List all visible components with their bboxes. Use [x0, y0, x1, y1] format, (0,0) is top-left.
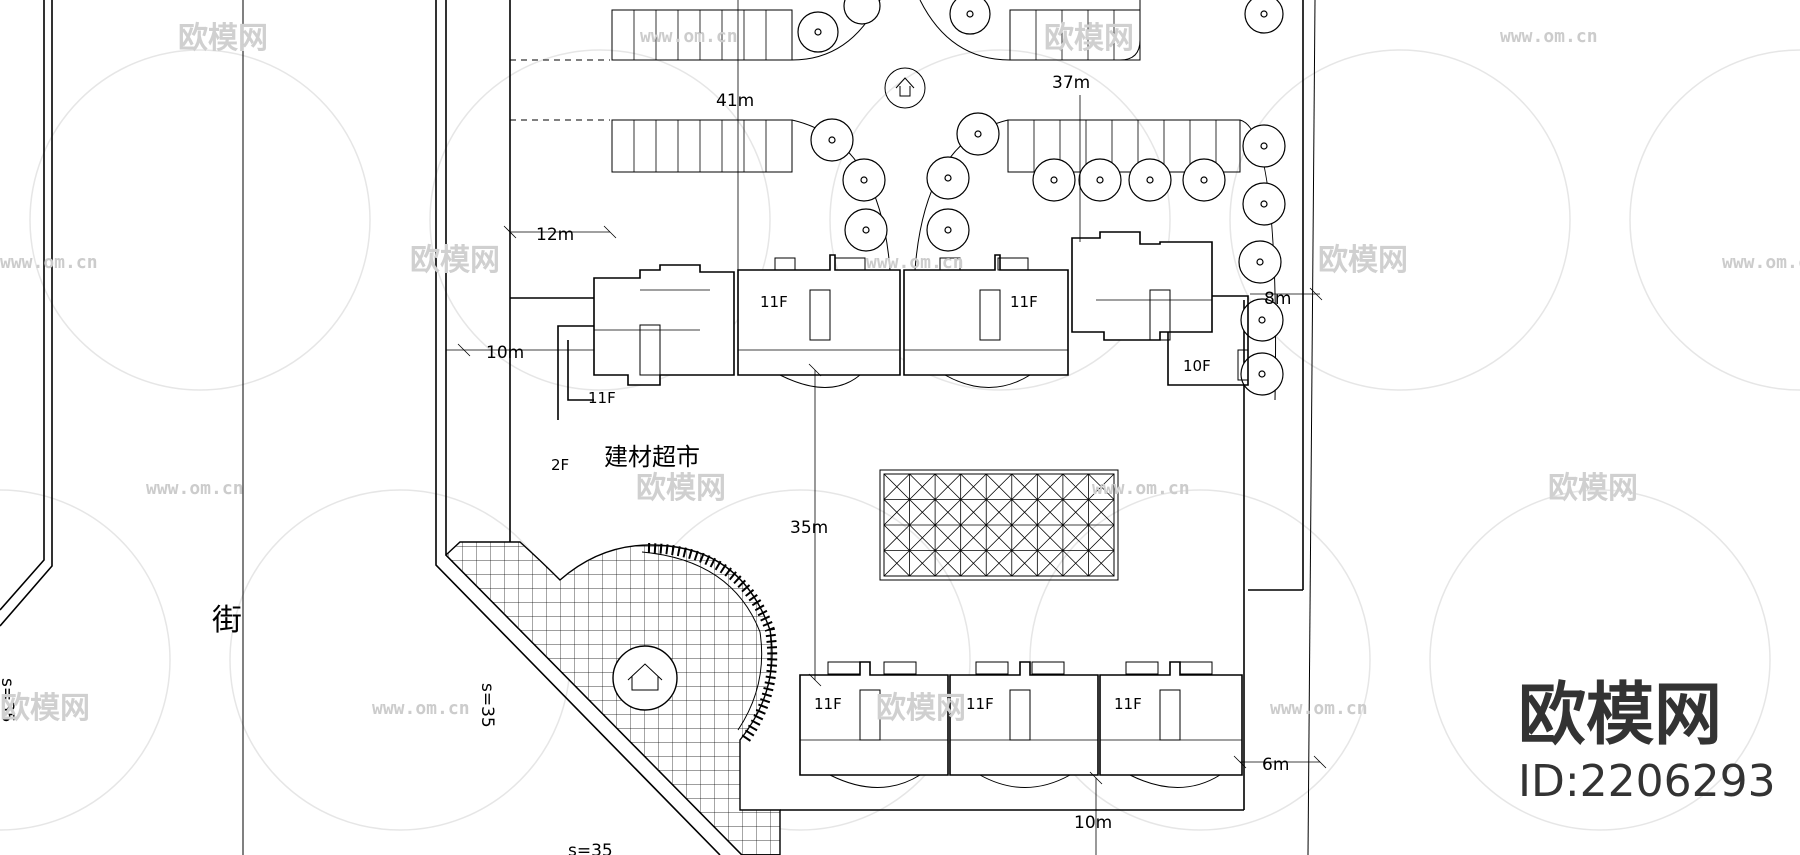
dim-6m: 6m: [1262, 755, 1289, 775]
building-lower-2: [949, 661, 1099, 788]
watermark-url: www.om.cn: [372, 698, 470, 719]
courtyard-grid-line: [1062, 499, 1089, 526]
central-courtyard-grid: [879, 469, 1119, 581]
watermark-url: www.om.cn: [640, 26, 738, 47]
dim-10m-bottom: 10m: [1074, 813, 1112, 833]
watermark-brand: 欧模网: [1548, 471, 1638, 506]
courtyard-grid-line: [883, 550, 910, 577]
watermark-brand: 欧模网: [178, 21, 268, 56]
courtyard-grid-line: [883, 524, 910, 551]
dim-35m: 35m: [790, 518, 828, 538]
courtyard-grid-line: [909, 550, 936, 577]
site-boundary: [509, 0, 1316, 855]
courtyard-grid-line: [1037, 499, 1064, 526]
courtyard-grid-line: [1088, 473, 1115, 500]
courtyard-grid-line: [985, 524, 1013, 551]
courtyard-grid-line: [1011, 524, 1038, 551]
floor-label-11f-3: 11F: [814, 695, 842, 713]
courtyard-grid-line: [1088, 550, 1115, 577]
courtyard-grid-line: [1037, 473, 1064, 500]
building-upper-2: [903, 254, 1069, 388]
courtyard-grid-line: [1062, 524, 1089, 551]
watermark-tiles: 欧模网 欧模网 欧模网 欧模网 欧模网 欧模网 欧模网 欧模网 www.om.c…: [0, 21, 1800, 726]
courtyard-grid-line: [960, 473, 987, 500]
building-upper-right: [1071, 231, 1249, 386]
label-slope-2: s=35: [477, 683, 497, 728]
watermark-url: www.om.cn: [146, 478, 244, 499]
courtyard-grid-line: [934, 499, 961, 526]
dim-8m: 8m: [1264, 289, 1291, 309]
courtyard-grid-line: [960, 524, 987, 551]
brand-logo-text: 欧模网: [1518, 676, 1722, 755]
courtyard-grid-line: [934, 473, 961, 500]
dim-10m-left: 10m: [486, 343, 524, 363]
watermark-pattern: [0, 49, 1800, 831]
building-upper-1: [737, 254, 901, 388]
dim-12m: 12m: [536, 225, 574, 245]
courtyard-grid-line: [1088, 524, 1115, 551]
watermark-brand: 欧模网: [636, 471, 726, 506]
label-street: 街: [212, 603, 242, 638]
watermark-url: www.om.cn: [1270, 698, 1368, 719]
label-slope-3: s=35: [568, 841, 613, 855]
dim-41m: 41m: [716, 91, 754, 111]
plaza: [444, 541, 781, 855]
courtyard-grid-line: [909, 524, 936, 551]
building-lower-3: [1099, 661, 1243, 788]
courtyard-grid-line: [883, 499, 910, 526]
brand-id: ID:2206293: [1518, 756, 1776, 807]
parking-rows: [611, 9, 1241, 173]
label-building-market: 建材超市: [604, 443, 700, 471]
courtyard-grid-line: [1062, 473, 1089, 500]
courtyard-grid-line: [985, 499, 1013, 526]
watermark-url: www.om.cn: [1722, 252, 1800, 273]
courtyard-grid-line: [1037, 550, 1064, 577]
floor-label-11f-2: 11F: [1010, 293, 1038, 311]
courtyard-grid-line: [883, 473, 910, 500]
watermark-brand: 欧模网: [410, 243, 500, 278]
floor-label-2f: 2F: [551, 456, 569, 474]
courtyard-grid-line: [934, 550, 961, 577]
watermark-brand: 欧模网: [1044, 21, 1134, 56]
courtyard-grid-line: [960, 550, 987, 577]
watermark-brand: 欧模网: [1318, 243, 1408, 278]
floor-label-11f-1: 11F: [760, 293, 788, 311]
building-upper-left: [557, 264, 735, 420]
watermark-url: www.om.cn: [0, 252, 98, 273]
courtyard-grid-line: [985, 550, 1013, 577]
watermark-brand: 欧模网: [876, 691, 966, 726]
dim-37m: 37m: [1052, 73, 1090, 93]
label-slope-1: s=35: [0, 678, 17, 723]
building-lower-1: [799, 661, 949, 788]
floor-label-11f-5: 11F: [1114, 695, 1142, 713]
floor-label-11f-left: 11F: [588, 389, 616, 407]
courtyard-grid-line: [1088, 499, 1115, 526]
courtyard-grid-line: [1011, 550, 1038, 577]
courtyard-grid-line: [909, 499, 936, 526]
watermark-url: www.om.cn: [866, 252, 964, 273]
courtyard-grid-line: [1011, 499, 1038, 526]
floor-label-11f-4: 11F: [966, 695, 994, 713]
courtyard-grid-line: [960, 499, 987, 526]
watermark-brand: 欧模网: [0, 691, 90, 726]
trees: [797, 0, 1286, 396]
courtyard-grid-line: [934, 524, 961, 551]
courtyard-grid-line: [1011, 473, 1038, 500]
watermark-url: www.om.cn: [1500, 26, 1598, 47]
watermark-url: www.om.cn: [1092, 478, 1190, 499]
dimension-lines: [446, 0, 1327, 855]
courtyard-grid-line: [985, 473, 1013, 500]
floor-label-10f: 10F: [1183, 357, 1211, 375]
courtyard-grid-line: [1037, 524, 1064, 551]
courtyard-grid-line: [909, 473, 936, 500]
courtyard-grid-line: [1062, 550, 1089, 577]
